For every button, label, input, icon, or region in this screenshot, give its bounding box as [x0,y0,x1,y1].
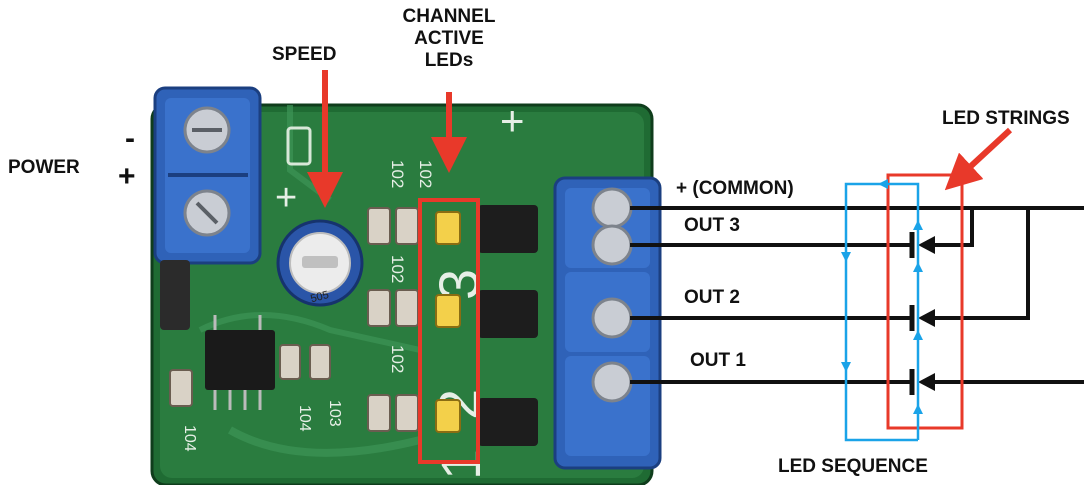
power-minus-label: - [125,122,135,155]
smd-resistors: 102 102 102 102 104 103 104 [169,160,435,452]
led-strings-label: LED STRINGS [942,108,1070,129]
channel-leds [435,211,461,433]
led-strings-arrow [944,127,1013,191]
led-channel-2 [435,294,461,328]
out2-label: OUT 2 [684,287,740,308]
board-plus-mark-top: + [500,97,525,144]
ic-resistor-104-b: 104 [181,425,198,452]
power-terminal-block [153,86,262,265]
ic-resistor-103: 103 [326,400,343,427]
resistor-code-2: 102 [416,160,435,188]
power-label: POWER [8,157,80,178]
speed-potentiometer: 505 [276,219,364,307]
led-sequence-loop [841,179,923,442]
led-strings-highlight-box [886,173,964,430]
out3-label: OUT 3 [684,215,740,236]
ic-resistor-104: 104 [296,405,313,432]
common-label: + (COMMON) [676,178,794,199]
resistor-code-3: 102 [388,255,407,283]
resistor-code-4: 102 [388,345,407,373]
channel-number-1: 1 [429,449,492,480]
transistors [478,205,538,446]
led-sequence-label: LED SEQUENCE [778,456,928,477]
channel-label-line-1: CHANNEL [402,6,496,27]
out1-label: OUT 1 [690,350,746,371]
ic-chip [205,315,275,410]
speed-label: SPEED [272,44,337,65]
channel-leds-highlight-box [418,198,480,464]
output-terminal-block [553,176,662,470]
channel-active-leds-label: CHANNEL ACTIVE LEDs [384,6,514,72]
power-plus-label: + [118,160,136,193]
smd-diode [160,260,190,330]
channel-label-line-3: LEDs [424,50,474,71]
channel-label-line-2: ACTIVE [414,28,484,49]
output-wires [630,206,1084,395]
led-channel-3 [435,211,461,245]
board-plus-mark: + [275,177,297,219]
pot-marking: 505 [309,289,330,305]
resistor-code-1: 102 [388,160,407,188]
led-channel-1 [435,399,461,433]
